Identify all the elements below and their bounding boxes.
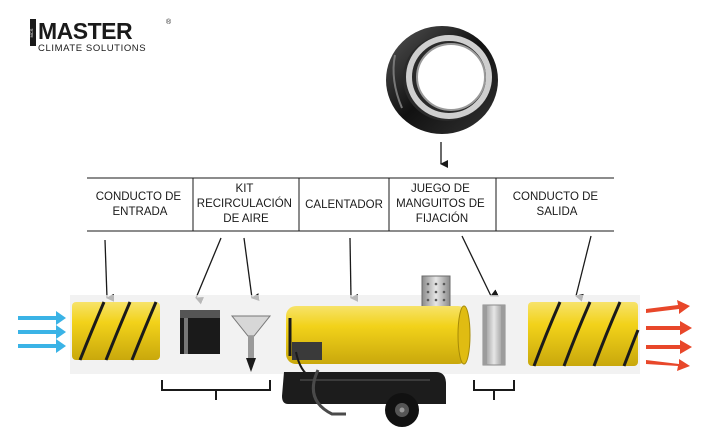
logo-side-text: MCS — [29, 28, 34, 37]
pointer-kit-funnel — [243, 237, 260, 302]
label-heater: CALENTADOR — [305, 199, 383, 211]
brand-logo: MCS MASTER ® CLIMATE SOLUTIONS — [29, 18, 172, 54]
arrow-right-icon — [18, 339, 66, 353]
bracket-clamp-set — [473, 380, 515, 391]
arrow-right-icon — [18, 325, 66, 339]
recirculation-funnel — [230, 315, 272, 372]
heater — [282, 275, 471, 427]
fixing-clamp-ring — [386, 26, 498, 134]
label-line: KIT — [236, 183, 254, 195]
label-line: DE AIRE — [223, 213, 269, 225]
label-clamp-set: JUEGO DE MANGUITOS DE FIJACIÓN — [396, 183, 488, 225]
label-line: CONDUCTO DE — [96, 191, 182, 203]
label-line: MANGUITOS DE — [396, 198, 485, 210]
logo-side-bar — [30, 19, 36, 46]
logo-brand: MASTER — [38, 18, 133, 44]
label-line: SALIDA — [537, 206, 578, 218]
arrow-right-icon — [18, 311, 66, 325]
grouping-brackets — [161, 380, 515, 400]
label-line: CALENTADOR — [305, 199, 383, 211]
heater-fuel-tank — [282, 372, 446, 404]
inflow-arrows — [18, 311, 66, 353]
label-line: ENTRADA — [113, 206, 168, 218]
label-intake-duct: CONDUCTO DE ENTRADA — [96, 191, 185, 218]
pointer-intake — [104, 239, 115, 302]
arrow-right-icon — [646, 300, 690, 314]
arrow-right-icon — [646, 340, 692, 354]
heater-handle — [311, 369, 346, 416]
label-line: RECIRCULACIÓN — [197, 197, 292, 210]
label-table — [87, 177, 614, 232]
pointer-clamp — [461, 235, 500, 297]
pointer-kit-elbow — [195, 237, 222, 305]
clamp-sleeve — [482, 304, 506, 366]
pointer-arrows — [104, 235, 592, 305]
outlet-duct — [528, 301, 640, 367]
label-line: CONDUCTO DE — [513, 191, 599, 203]
label-line: JUEGO DE — [411, 183, 470, 195]
bracket-recirculation-kit — [161, 380, 271, 391]
recirculation-elbow — [180, 310, 220, 354]
label-line: FIJACIÓN — [416, 212, 468, 225]
heater-body — [286, 306, 468, 364]
logo-tagline: CLIMATE SOLUTIONS — [38, 43, 146, 54]
label-recirculation-kit: KIT RECIRCULACIÓN DE AIRE — [197, 183, 295, 225]
arrow-right-icon — [646, 321, 692, 335]
label-outlet-duct: CONDUCTO DE SALIDA — [513, 191, 602, 218]
pointer-heater — [349, 237, 359, 302]
outflow-arrows — [646, 300, 692, 371]
logo-registered: ® — [166, 18, 172, 26]
pointer-outlet — [575, 235, 592, 302]
heater-control-box — [292, 342, 322, 360]
intake-duct — [72, 301, 160, 361]
arrow-right-icon — [646, 359, 690, 371]
